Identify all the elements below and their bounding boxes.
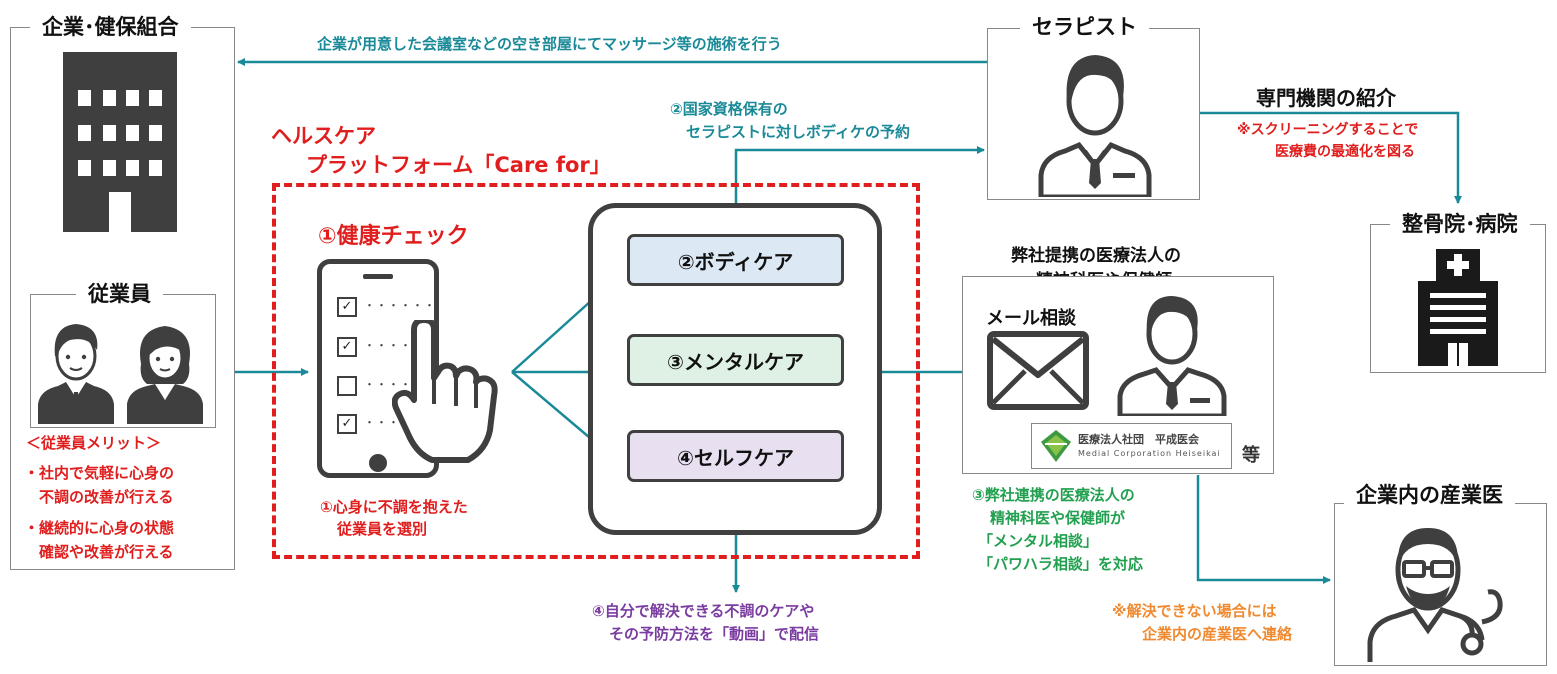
health-check-label: ①健康チェック — [318, 224, 469, 249]
partner-response-line4: 「パワハラ相談」を対応 — [978, 555, 1143, 573]
platform-title-line2: プラットフォーム「Care for」 — [306, 153, 611, 177]
employee-merit-2: 不調の改善が行える — [24, 488, 174, 506]
self-care-button[interactable]: ④セルフケア — [627, 430, 844, 482]
checklist-dots-1: ・・・・・・ — [364, 299, 436, 312]
hospital-title: 整骨院･病院 — [1390, 211, 1530, 237]
selection-note-line2: 従業員を選別 — [337, 520, 428, 538]
mental-care-button[interactable]: ③メンタルケア — [627, 334, 844, 386]
female-employee-icon — [127, 326, 203, 424]
body-care-button[interactable]: ②ボディケア — [627, 234, 844, 286]
selection-note-line1: ①心身に不調を抱えた — [320, 498, 468, 516]
partner-response-line2: 精神科医や保健師が — [990, 509, 1126, 527]
doctor-icon — [1117, 296, 1227, 416]
company-title: 企業･健保組合 — [30, 14, 191, 40]
partner-title-line1: 弊社提携の医療法人の — [1011, 246, 1181, 266]
employee-merit-4: 確認や改善が行える — [24, 543, 174, 561]
male-employee-icon — [38, 324, 114, 424]
arrow-partner-to-doctor — [1196, 475, 1331, 584]
heiseikai-logo-mark-icon — [1041, 430, 1071, 462]
therapist-icon — [1038, 55, 1152, 197]
checkbox-checked-3: ✓ — [337, 414, 357, 434]
envelope-icon — [987, 331, 1089, 410]
heiseikai-logo-name: 医療法人社団 平成医会 — [1078, 433, 1199, 446]
mail-consult-label: メール相談 — [986, 308, 1076, 329]
heiseikai-logo: 医療法人社団 平成医会 Medial Corporation Heiseikai — [1031, 423, 1232, 469]
therapist-title: セラピスト — [1020, 14, 1149, 40]
industrial-doctor-note-line2: 企業内の産業医へ連絡 — [1142, 625, 1293, 643]
referral-note-line2: 医療費の最適化を図る — [1275, 144, 1415, 160]
hospital-icon — [1418, 249, 1498, 366]
reservation-line1: ②国家資格保有の — [670, 100, 788, 118]
company-arrow-label: 企業が用意した会議室などの空き部屋にてマッサージ等の施術を行う — [317, 35, 782, 53]
industrial-doctor-note-line1: ※解決できない場合には — [1112, 602, 1277, 620]
pointing-hand-icon — [392, 320, 498, 463]
office-building-icon — [63, 52, 177, 232]
industrial-doctor-title: 企業内の産業医 — [1344, 482, 1515, 508]
checkbox-checked-1: ✓ — [337, 297, 357, 317]
platform-dashed-border — [272, 183, 920, 559]
industrial-doctor-icon — [1367, 528, 1503, 662]
partner-response-line1: ③弊社連携の医療法人の — [972, 486, 1135, 504]
checkbox-empty — [337, 376, 357, 396]
referral-note-line1: ※スクリーニングすることで — [1237, 122, 1419, 138]
heiseikai-logo-sub: Medial Corporation Heiseikai — [1078, 449, 1221, 458]
employee-merit-1: ・社内で気軽に心身の — [24, 464, 175, 482]
reservation-line2: セラピストに対しボディケの予約 — [686, 123, 910, 141]
checkbox-checked-2: ✓ — [337, 337, 357, 357]
referral-title: 専門機関の紹介 — [1256, 86, 1396, 110]
selfcare-note-line1: ④自分で解決できる不調のケアや — [592, 602, 815, 620]
arrow-bodycare-to-therapist — [734, 146, 985, 207]
employee-merit-title: ＜従業員メリット＞ — [26, 434, 162, 452]
partner-etc-label: 等 — [1242, 445, 1260, 466]
partner-response-line3: 「メンタル相談」 — [978, 532, 1099, 550]
arrow-therapist-to-hospital — [1200, 111, 1462, 204]
platform-title-line1: ヘルスケア — [271, 124, 376, 148]
employees-title: 従業員 — [76, 281, 163, 307]
employee-merit-3: ・継続的に心身の状態 — [24, 519, 175, 537]
selfcare-note-line2: その予防方法を「動画」で配信 — [609, 625, 820, 643]
